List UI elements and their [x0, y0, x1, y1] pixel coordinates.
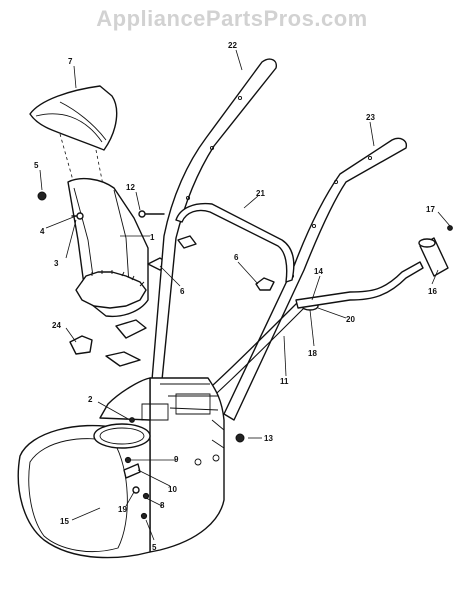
chute-guide-line-2 — [95, 149, 105, 191]
chute-clip-24 — [69, 335, 93, 355]
callout-9: 9 — [174, 455, 179, 464]
bolt-9 — [124, 456, 132, 464]
callout-19: 19 — [118, 505, 127, 514]
nut-8 — [142, 492, 150, 500]
callout-3: 3 — [54, 259, 59, 268]
bolt-4-head — [76, 212, 84, 220]
callout-4: 4 — [40, 227, 45, 236]
chute-bracket — [115, 319, 147, 339]
chute-deflector — [29, 85, 118, 151]
shift-knob-16-end — [418, 238, 436, 248]
callout-13: 13 — [264, 434, 273, 443]
callout-12: 12 — [126, 183, 135, 192]
bolt-2 — [129, 417, 135, 423]
callout-5-top: 5 — [34, 161, 39, 170]
handle-upper-21 — [175, 202, 295, 283]
bolt-13 — [235, 433, 245, 443]
nut-5-bottom — [140, 512, 148, 520]
callout-1: 1 — [150, 233, 155, 242]
handle-right-23 — [223, 137, 407, 421]
callout-18: 18 — [308, 349, 317, 358]
callout-6-left: 6 — [180, 287, 185, 296]
callout-24: 24 — [52, 321, 61, 330]
callout-15: 15 — [60, 517, 69, 526]
callout-14: 14 — [314, 267, 323, 276]
callout-6-right: 6 — [234, 253, 239, 262]
callout-10: 10 — [168, 485, 177, 494]
leader-lines — [39, 49, 451, 541]
front-housing-15 — [17, 424, 151, 559]
washer-19 — [132, 486, 140, 494]
callout-22: 22 — [228, 41, 237, 50]
discharge-chute — [67, 177, 149, 318]
shift-lever-14 — [295, 261, 424, 309]
handle-left-22 — [151, 58, 277, 381]
knob-6-right — [255, 277, 275, 291]
callout-16: 16 — [428, 287, 437, 296]
callout-8: 8 — [160, 501, 165, 510]
callout-23: 23 — [366, 113, 375, 122]
auger-housing — [99, 377, 225, 553]
callout-2: 2 — [88, 395, 93, 404]
callout-labels: 7 5 4 3 1 12 6 22 23 21 6 17 14 20 18 16… — [34, 41, 437, 552]
callout-17: 17 — [426, 205, 435, 214]
callout-21: 21 — [256, 189, 265, 198]
handle-knob — [177, 235, 197, 249]
callout-5-bottom: 5 — [152, 543, 157, 552]
bracket-10 — [123, 463, 141, 479]
callout-20: 20 — [346, 315, 355, 324]
callout-11: 11 — [280, 377, 289, 386]
watermark: AppliancePartsPros.com — [96, 6, 368, 31]
screw-17 — [447, 225, 453, 231]
discharge-opening-inner — [99, 427, 145, 445]
chute-crank-bracket — [105, 351, 141, 367]
callout-7: 7 — [68, 57, 73, 66]
chute-guide-line-1 — [59, 133, 75, 185]
bolt-12-head — [138, 210, 146, 218]
nut-5-top — [37, 191, 47, 201]
